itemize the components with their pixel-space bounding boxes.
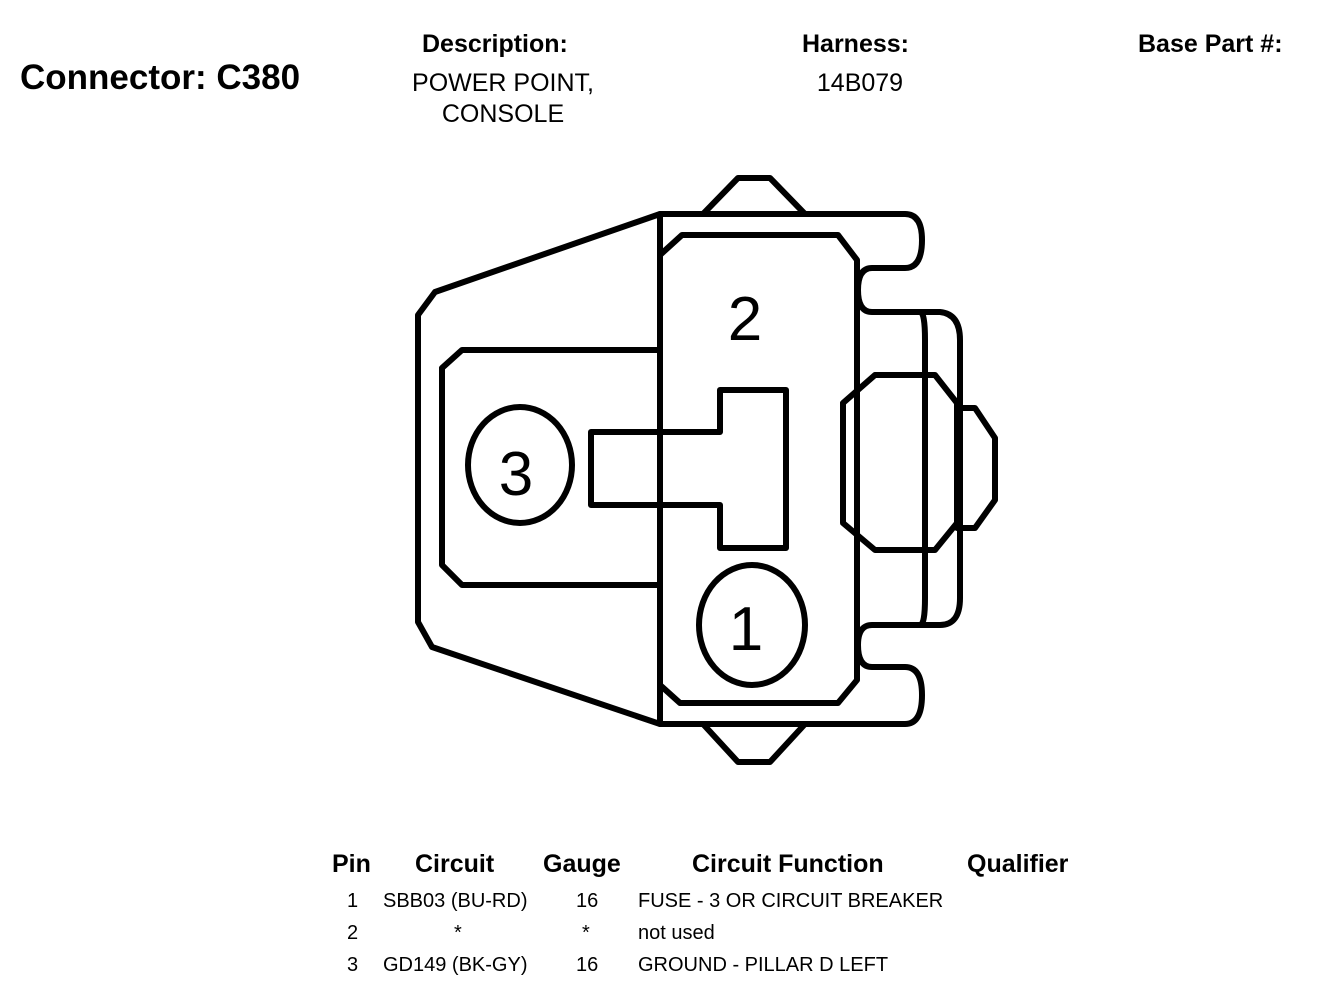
description-line-1: POWER POINT, [412,69,594,97]
row-1-function: FUSE - 3 OR CIRCUIT BREAKER [638,890,944,912]
connector-t-key [588,387,789,551]
connector-bottom-latch [700,721,808,765]
header-pin: Pin [332,850,371,878]
pin-1-circle [696,562,808,688]
row-3-pin: 3 [347,954,359,976]
pin-3-number: 3 [499,440,533,509]
description-label: Description: [422,30,568,58]
row-2-pin: 2 [347,922,359,944]
row-1-circuit: SBB03 (BU-RD) [383,890,528,912]
harness-label: Harness: [802,30,909,58]
connector-outer-housing [415,211,663,727]
row-2-gauge: * [582,922,590,944]
row-3-gauge: 16 [576,954,599,976]
pin-1-number: 1 [729,595,763,664]
base-part-label: Base Part #: [1138,30,1283,58]
header-circuit-function: Circuit Function [692,850,884,878]
connector-title: Connector: C380 [20,58,301,97]
connector-side-nub [954,405,998,531]
header-gauge: Gauge [543,850,621,878]
harness-value: 14B079 [816,69,904,97]
row-1-gauge: 16 [576,890,599,912]
row-2-circuit: * [454,922,462,944]
row-2-function: not used [638,922,715,944]
description-line-2: CONSOLE [441,100,565,128]
connector-side-plug [840,372,960,553]
description-value: POWER POINT, CONSOLE [362,68,644,130]
row-1-pin: 1 [347,890,359,912]
connector-inner-left-channel [439,347,663,588]
pin-2-number: 2 [728,285,762,354]
header-qualifier: Qualifier [967,850,1069,878]
connector-center-block [657,232,860,706]
header-circuit: Circuit [415,850,495,878]
row-3-circuit: GD149 (BK-GY) [383,954,528,976]
connector-side-bar [917,309,928,628]
pin-3-circle [465,404,575,526]
row-3-function: GROUND - PILLAR D LEFT [638,954,889,976]
connector-top-latch [700,175,808,217]
